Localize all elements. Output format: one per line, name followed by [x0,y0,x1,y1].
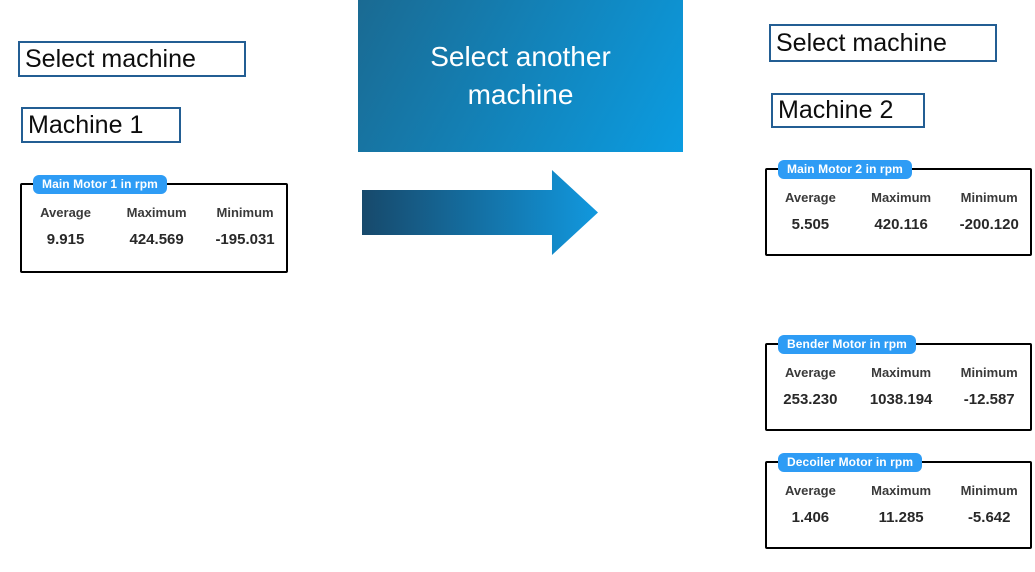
select-another-machine-button[interactable]: Select another machine [358,0,683,152]
col-header-maximum: Maximum [871,190,932,205]
value-maximum: 420.116 [874,216,928,233]
stat-card-main-motor-2: Main Motor 2 in rpm Average Maximum Mini… [765,160,1032,256]
col-header-average: Average [784,365,836,380]
card-title-badge: Bender Motor in rpm [778,335,916,354]
stat-card-bender-motor: Bender Motor in rpm Average Maximum Mini… [765,335,1032,431]
card-values: 1.406 11.285 -5.642 [767,509,1030,526]
card-column-headers: Average Maximum Minimum [767,365,1030,380]
select-machine-label-left: Select machine [18,41,246,77]
col-header-average: Average [784,483,836,498]
stat-card-main-motor-1: Main Motor 1 in rpm Average Maximum Mini… [20,175,288,273]
col-header-average: Average [784,190,836,205]
col-header-minimum: Minimum [960,365,1018,380]
select-machine-text-left: Select machine [25,44,196,73]
card-column-headers: Average Maximum Minimum [767,483,1030,498]
card-values: 253.230 1038.194 -12.587 [767,391,1030,408]
value-minimum: -12.587 [963,391,1015,408]
col-header-minimum: Minimum [960,483,1018,498]
col-header-minimum: Minimum [960,190,1018,205]
value-minimum: -195.031 [215,231,275,248]
value-average: 9.915 [46,231,85,248]
machine-2-label: Machine 2 [778,96,894,124]
card-title-badge: Main Motor 1 in rpm [33,175,167,194]
col-header-maximum: Maximum [126,205,187,220]
value-maximum: 11.285 [878,509,924,526]
col-header-maximum: Maximum [871,365,932,380]
card-values: 9.915 424.569 -195.031 [22,231,286,248]
col-header-average: Average [40,205,91,220]
card-column-headers: Average Maximum Minimum [22,205,286,220]
select-another-machine-label: Select another machine [430,41,611,110]
value-maximum: 424.569 [129,231,184,248]
value-minimum: -200.120 [959,216,1019,233]
select-machine-text-right: Select machine [776,28,947,57]
card-title-badge: Decoiler Motor in rpm [778,453,923,472]
select-machine-label-right: Select machine [769,24,997,62]
machine-1-label: Machine 1 [28,110,144,139]
value-maximum: 1038.194 [869,391,933,408]
card-column-headers: Average Maximum Minimum [767,190,1030,205]
right-arrow-graphic [362,170,598,255]
col-header-minimum: Minimum [216,205,274,220]
col-header-maximum: Maximum [871,483,932,498]
stat-card-decoiler-motor: Decoiler Motor in rpm Average Maximum Mi… [765,453,1032,549]
machine-2-box[interactable]: Machine 2 [771,93,925,128]
value-average: 253.230 [783,391,838,408]
card-values: 5.505 420.116 -200.120 [767,216,1030,233]
value-average: 1.406 [791,509,830,526]
value-average: 5.505 [791,216,830,233]
card-title-badge: Main Motor 2 in rpm [778,160,912,179]
value-minimum: -5.642 [967,509,1011,526]
machine-1-box[interactable]: Machine 1 [21,107,181,143]
